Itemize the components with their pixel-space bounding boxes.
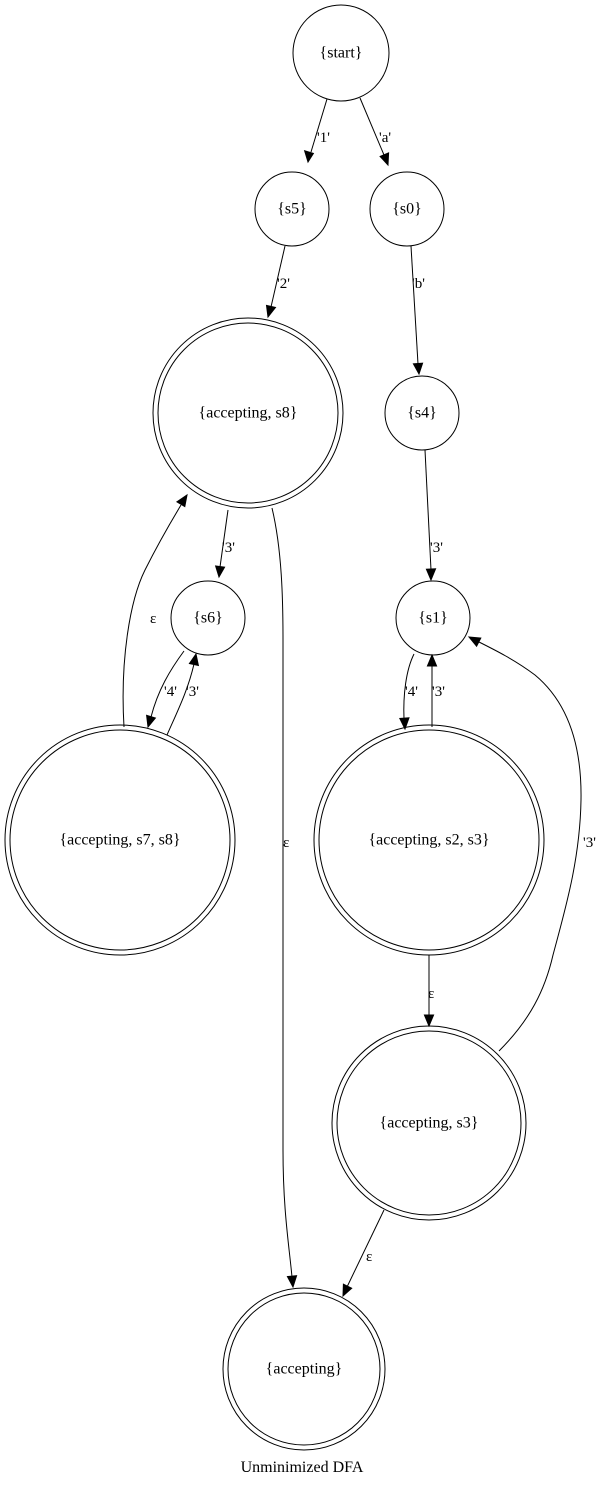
state-accepting-s8: {accepting, s8} <box>152 317 344 509</box>
edge-s0-to-s4: 'b' <box>410 245 425 376</box>
state-accepting: {accepting} <box>222 1287 386 1451</box>
state-accepting-s8-label: {accepting, s8} <box>199 405 298 422</box>
edge-s7s8-to-s6: '3' <box>166 652 200 736</box>
edge-s3-to-s1-label: '3' <box>583 835 596 851</box>
arrowhead-icon <box>146 714 157 729</box>
arrowhead-icon <box>214 565 226 579</box>
arrowhead-icon <box>399 717 410 731</box>
edge-s3-to-s1: '3' <box>467 636 596 1052</box>
edge-s1-to-s2s3-label: '4' <box>405 684 418 700</box>
arrowhead-icon <box>303 150 315 164</box>
edge-s4-to-s1-label: '3' <box>430 540 443 556</box>
edge-s3-to-accepting-label: ε <box>366 1249 372 1265</box>
arrowhead-icon <box>423 1014 435 1028</box>
arrowhead-icon <box>342 1283 353 1298</box>
diagram-caption: Unminimized DFA <box>241 1459 364 1476</box>
edge-s5-to-s8-label: '2' <box>277 276 290 292</box>
state-accepting-s3-label: {accepting, s3} <box>380 1115 479 1132</box>
state-accepting-s7-s8-label: {accepting, s7, s8} <box>59 832 180 849</box>
state-start: {start} <box>292 4 390 102</box>
state-s6-label: {s6} <box>193 610 223 627</box>
arrowhead-icon <box>175 493 188 508</box>
edge-s2s3-to-s1: '3' <box>426 653 445 727</box>
edge-s2s3-to-s3: ε <box>423 955 435 1028</box>
edge-start-to-s5: '1' <box>303 98 330 164</box>
edge-s2s3-to-s3-label: ε <box>428 986 434 1002</box>
edge-s2s3-to-s1-label: '3' <box>432 684 445 700</box>
arrowhead-icon <box>188 652 200 667</box>
state-s5: {s5} <box>254 171 330 247</box>
arrowhead-icon <box>426 653 438 667</box>
state-s0: {s0} <box>369 171 445 247</box>
state-accepting-s7-s8: {accepting, s7, s8} <box>4 724 236 956</box>
edge-s7s8-to-s6-label: '3' <box>186 684 199 700</box>
edge-s4-to-s1: '3' <box>424 449 443 582</box>
edge-s3-to-accepting: ε <box>342 1209 385 1298</box>
edge-s7s8-to-s8-label: ε <box>150 611 156 627</box>
edge-s8-to-s6: '3' <box>214 509 235 579</box>
state-s1: {s1} <box>395 580 471 656</box>
edge-start-to-s0-label: 'a' <box>379 130 391 146</box>
state-accepting-s2-s3: {accepting, s2, s3} <box>313 724 545 956</box>
state-accepting-label: {accepting} <box>266 1361 343 1378</box>
edge-s6-to-s7s8: '4' <box>146 650 185 729</box>
edge-start-to-s5-label: '1' <box>317 130 330 146</box>
arrowhead-icon <box>425 568 437 582</box>
state-s5-label: {s5} <box>277 201 307 218</box>
edge-start-to-s0: 'a' <box>359 97 391 167</box>
state-s1-label: {s1} <box>418 610 448 627</box>
edge-s7s8-to-s8: ε <box>122 493 188 728</box>
edge-s1-to-s2s3: '4' <box>399 653 418 731</box>
state-start-label: {start} <box>320 45 363 62</box>
edge-s6-to-s7s8-label: '4' <box>164 684 177 700</box>
edge-s8-to-s6-label: '3' <box>222 540 235 556</box>
state-s4: {s4} <box>384 375 460 451</box>
arrowhead-icon <box>379 152 390 167</box>
state-accepting-s3: {accepting, s3} <box>331 1025 527 1221</box>
arrowhead-icon <box>467 636 482 648</box>
state-s4-label: {s4} <box>407 405 437 422</box>
arrowhead-icon <box>412 362 424 376</box>
state-s6: {s6} <box>170 580 246 656</box>
edge-s8-to-accepting-label: ε <box>283 835 289 851</box>
state-s0-label: {s0} <box>392 201 422 218</box>
state-accepting-s2-s3-label: {accepting, s2, s3} <box>368 832 489 849</box>
edge-s5-to-s8: '2' <box>265 245 290 319</box>
arrowhead-icon <box>286 1275 298 1289</box>
edge-s0-to-s4-label: 'b' <box>412 276 425 292</box>
arrowhead-icon <box>265 304 277 319</box>
edge-s8-to-accepting: ε <box>271 507 298 1289</box>
